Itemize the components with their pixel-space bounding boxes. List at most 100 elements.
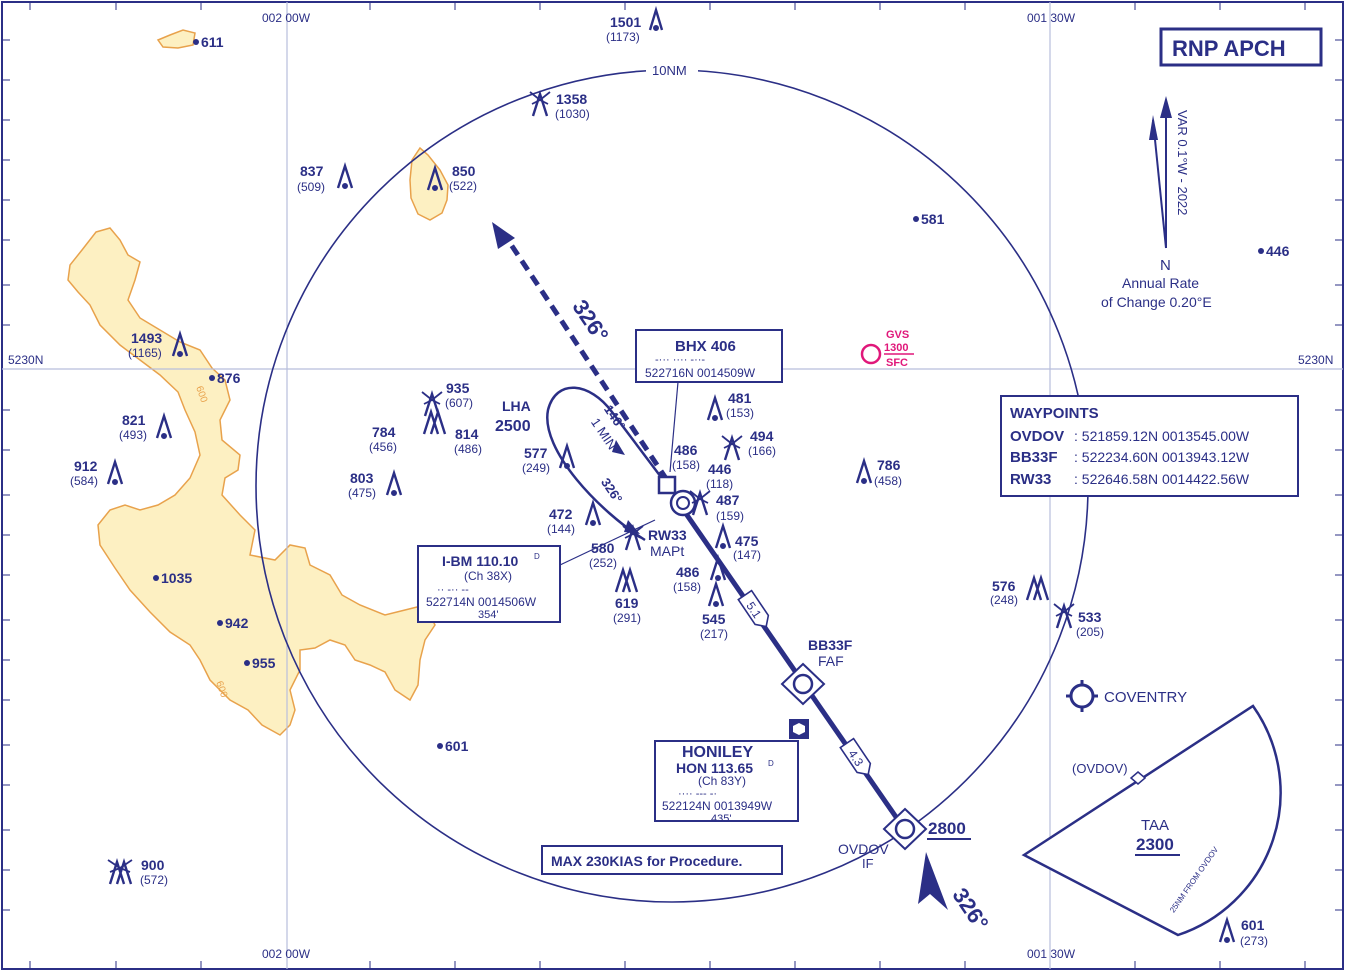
obstacle-agl: (584) [70,474,98,488]
if-role: IF [862,856,874,871]
grid-label-lon-left-bottom: 002 00W [262,947,311,961]
honiley-vor: HONILEY HON 113.65 D (Ch 83Y) ···· --- -… [654,719,809,825]
ils-ident: I-BM 110.10 [442,553,518,569]
taa-altitude: 2300 [1136,835,1174,854]
north-label: N [1160,257,1171,274]
taa-fix: (OVDOV) [1072,761,1128,776]
ils-elev: 354' [478,609,498,621]
obstacle-agl: (607) [445,396,473,410]
obstacle-icon [336,162,354,189]
title-box [1159,27,1323,67]
obstacle-symbols [106,5,1236,944]
obstacle-agl: (486) [454,442,482,456]
obstacle-amsl: 446 [708,461,732,477]
obstacle-agl: (147) [733,548,761,562]
spot-height: 1035 [153,570,192,586]
ndb-ident: BHX 406 [675,338,736,355]
ndb-info-box: BHX 406 -··· ···· -··- 522716N 0014509W [635,329,783,473]
obstacle-labels: 1501 (1173) 1358 (1030) 837 (509) 850 (5… [70,14,1268,948]
obstacle-agl: (153) [726,406,754,420]
obstacle-amsl: 837 [300,163,324,179]
annual-rate-line1: Annual Rate [1122,275,1199,291]
obstacle-agl: (493) [119,428,147,442]
obstacle-amsl: 814 [455,426,479,442]
obstacle-icon [558,442,576,469]
obstacle-icon [1218,916,1236,943]
obstacle-icon [426,164,444,191]
obstacle-group-icon [1025,574,1050,601]
obstacle-amsl: 576 [992,578,1016,594]
obstacle-amsl: 481 [728,390,752,406]
obstacle-agl: (158) [673,580,701,594]
final-inbound-arrow [918,852,948,910]
waypoints-title: WAYPOINTS [1010,405,1099,422]
annual-rate-line2: of Change 0.20°E [1101,294,1212,310]
ils-channel: (Ch 38X) [464,569,512,583]
airspace-gvs: GVS 1300 SFC [860,329,914,369]
lit-obstacle-icon [423,390,441,417]
ring-label-bg [646,62,698,78]
obstacle-amsl: 545 [702,611,726,627]
obstacle-amsl: 601 [1241,917,1265,933]
rw33-fix-symbol [669,489,697,517]
svg-text:601: 601 [445,738,469,754]
ils-coords: 522714N 0014506W [426,595,537,609]
obstacle-icon [584,499,602,526]
obstacle-icon [707,580,725,607]
grid-label-lat-left: 5230N [8,353,43,367]
spot-height: 601 [437,738,469,754]
obstacle-agl: (249) [522,461,550,475]
vor-ident: HON 113.65 [676,760,753,776]
obstacle-icon [648,5,664,31]
obstacle-icon [714,522,732,549]
obstacle-amsl: 786 [877,457,901,473]
taa-sector: (OVDOV) TAA 2300 25NM FROM OVDOV [1021,704,1282,937]
airspace-name: GVS [886,329,909,341]
spot-height: 876 [209,370,241,386]
spot-height: 446 [1258,243,1290,259]
obstacle-agl: (205) [1076,625,1104,639]
obstacle-agl: (1030) [555,107,590,121]
lit-obstacle-icon [691,489,709,516]
waypoint-name-1: OVDOV [1010,428,1064,445]
obstacle-agl: (572) [140,873,168,887]
obstacle-amsl: 1493 [131,330,162,346]
waypoint-coords-3: : 522646.58N 0014422.56W [1074,471,1250,487]
obstacle-agl: (159) [716,509,744,523]
obstacle-amsl: 475 [735,533,759,549]
spot-height: 955 [244,655,276,671]
chart-title: RNP APCH [1172,36,1286,61]
obstacle-agl: (509) [297,180,325,194]
obstacle-amsl: 580 [591,540,615,556]
obstacle-amsl: 803 [350,470,374,486]
obstacle-amsl: 935 [446,380,470,396]
obstacle-agl: (166) [748,444,776,458]
obstacle-agl: (522) [449,179,477,193]
grid-label-lon-left-top: 002 00W [262,11,311,25]
obstacle-amsl: 900 [141,857,165,873]
ils-info-box: I-BM 110.10 D (Ch 38X) ·· -·· -- 522714N… [417,519,656,623]
waypoints-table: WAYPOINTS OVDOV : 521859.12N 0013545.00W… [1000,395,1299,497]
vor-sup: D [768,759,774,768]
grid-label-lon-right-top: 001 30W [1027,11,1076,25]
faf-name: BB33F [808,637,853,653]
lit-obstacle-icon [624,524,642,551]
obstacle-agl: (144) [547,522,575,536]
lit-obstacle-group-icon [108,858,133,885]
obstacle-amsl: 494 [750,428,774,444]
obstacle-group-icon [614,566,639,593]
spot-height: 942 [217,615,249,631]
variation-text: VAR 0.1°W - 2022 [1175,110,1190,215]
lit-obstacle-icon [531,90,549,117]
vor-name: HONILEY [682,744,753,761]
magnetic-variation-arrow: VAR 0.1°W - 2022 N Annual Rate of Change… [1101,96,1212,310]
obstacle-amsl: 912 [74,458,98,474]
hold-fix-label: LHA [502,398,531,414]
hold-altitude: 2500 [495,418,531,435]
obstacle-agl: (291) [613,611,641,625]
grid-label-lat-right: 5230N [1298,353,1333,367]
obstacle-agl: (158) [672,458,700,472]
